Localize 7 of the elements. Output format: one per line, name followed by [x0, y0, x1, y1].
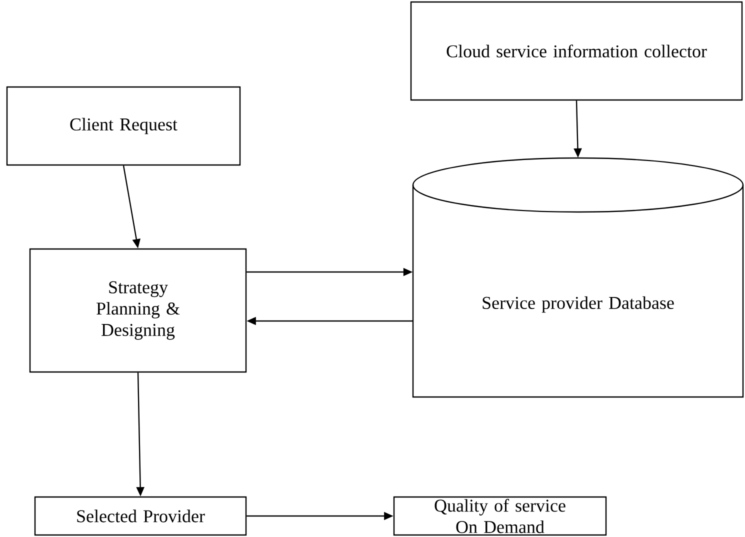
process-box: Selected Provider — [34, 496, 247, 536]
process-box: Quality of service On Demand — [393, 496, 607, 536]
node-label: Service provider Database — [482, 296, 674, 313]
process-box: Cloud service information collector — [410, 1, 743, 101]
process-box: Strategy Planning & Designing — [29, 248, 247, 373]
process-box: Client Request — [6, 86, 241, 166]
database-cylinder: Service provider Database — [412, 157, 744, 398]
